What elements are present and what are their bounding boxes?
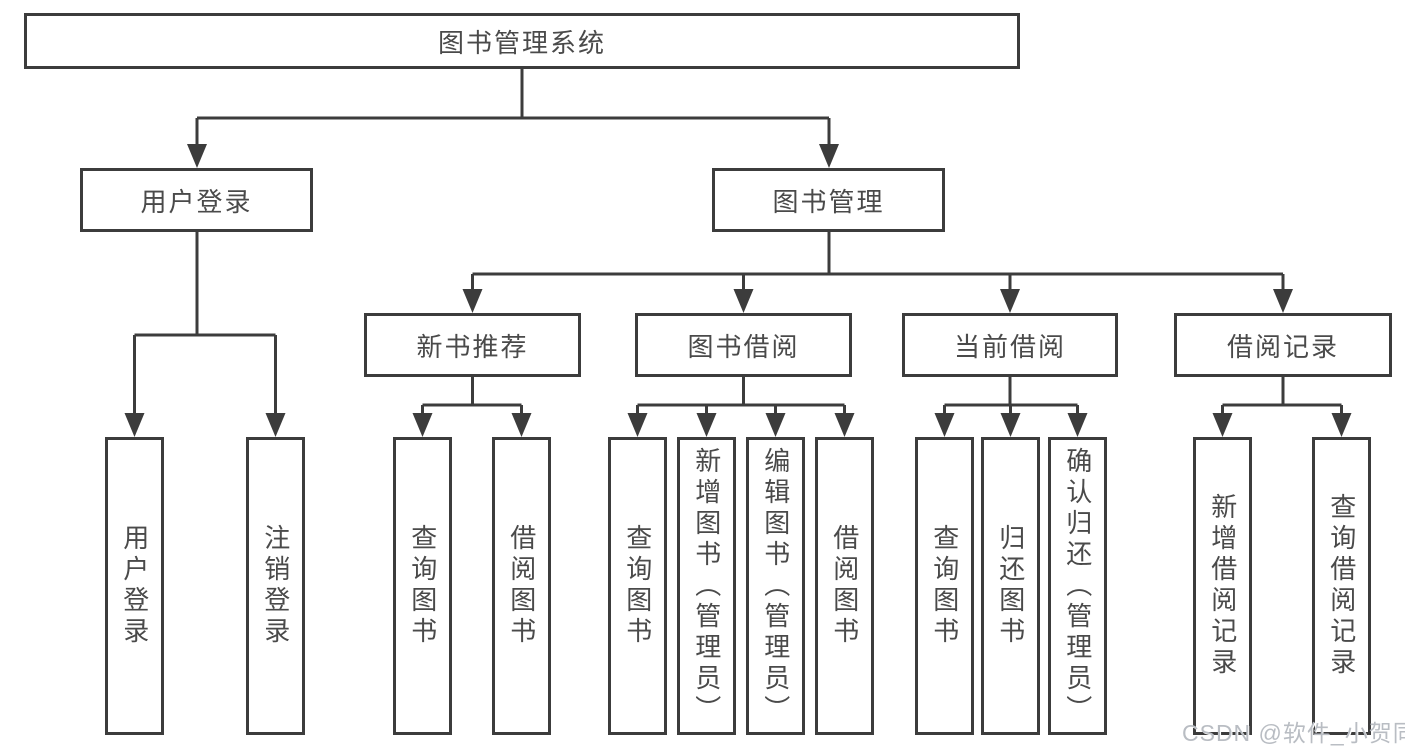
leaf-bb-borrow-books: 借阅图书 [815,437,874,735]
node-new-book-recommend: 新书推荐 [364,313,581,377]
watermark: CSDN @软件_小贺同学 [1182,720,1405,746]
node-root: 图书管理系统 [24,13,1020,69]
leaf-logout: 注销登录 [246,437,305,735]
leaf-nbr-query-books: 查询图书 [393,437,452,735]
leaf-bb-add-books-admin: 新增图书（管理员） [677,437,736,735]
leaf-nbr-borrow-books: 借阅图书 [492,437,551,735]
node-user-login: 用户登录 [80,168,313,232]
node-current-borrow: 当前借阅 [902,313,1118,377]
leaf-cb-query-books: 查询图书 [915,437,974,735]
node-book-management: 图书管理 [712,168,945,232]
arrowheads [124,144,1352,437]
leaf-br-query-borrow-record: 查询借阅记录 [1312,437,1371,735]
leaf-user-login: 用户登录 [105,437,164,735]
leaf-br-add-borrow-record: 新增借阅记录 [1193,437,1252,735]
leaf-cb-confirm-return-admin: 确认归还（管理员） [1048,437,1107,735]
leaf-bb-edit-books-admin: 编辑图书（管理员） [746,437,805,735]
leaf-cb-return-books: 归还图书 [981,437,1040,735]
node-book-borrow: 图书借阅 [635,313,852,377]
node-borrow-records: 借阅记录 [1174,313,1392,377]
leaf-bb-query-books: 查询图书 [608,437,667,735]
